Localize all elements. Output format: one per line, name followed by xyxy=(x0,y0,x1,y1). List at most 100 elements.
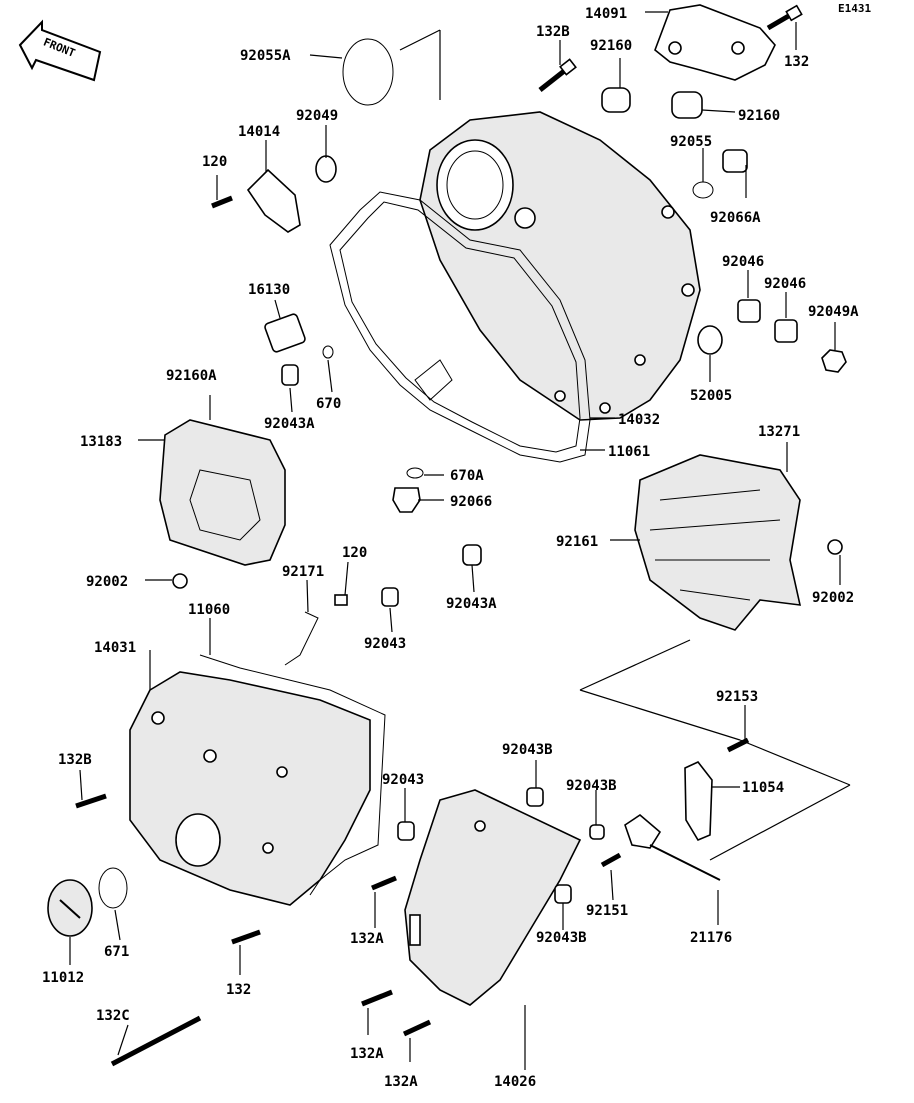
label-14026: 14026 xyxy=(494,1074,536,1090)
label-14091: 14091 xyxy=(585,6,627,22)
label-92043A-a: 92043A xyxy=(264,416,315,432)
bracket-11054 xyxy=(684,761,713,842)
label-92066: 92066 xyxy=(450,494,492,510)
label-120-a: 120 xyxy=(202,154,227,170)
label-11054: 11054 xyxy=(742,780,784,796)
dowel-92043-a-icon xyxy=(381,587,399,607)
label-132B-top: 132B xyxy=(536,24,570,40)
label-92043B-c: 92043B xyxy=(536,930,587,946)
seal-92049A-icon xyxy=(821,349,847,373)
plug-11012-icon xyxy=(47,879,93,937)
dowel-92043B-b-icon xyxy=(589,824,605,840)
dowel-92043-b-icon xyxy=(397,821,415,841)
dowel-92043A-a-icon xyxy=(281,364,299,386)
label-92043A-b: 92043A xyxy=(446,596,497,612)
bearing-92046-b-icon xyxy=(774,319,798,343)
cover-14091 xyxy=(654,4,776,81)
label-21176: 21176 xyxy=(690,930,732,946)
bolt-132B-bottom-icon xyxy=(75,793,107,809)
label-92171: 92171 xyxy=(282,564,324,580)
leader-lines xyxy=(69,11,851,1070)
oring-92055-icon xyxy=(692,181,714,199)
fitting-16130-icon xyxy=(264,313,306,353)
label-11060: 11060 xyxy=(188,602,230,618)
label-92151: 92151 xyxy=(586,903,628,919)
label-11061: 11061 xyxy=(608,444,650,460)
bolt-132B-top-icon xyxy=(538,58,577,92)
bolt-92002-a-icon xyxy=(172,573,188,589)
label-92153: 92153 xyxy=(716,689,758,705)
label-120-b: 120 xyxy=(342,545,367,561)
plug-92066-icon xyxy=(392,487,421,513)
label-132B-bottom: 132B xyxy=(58,752,92,768)
dowel-92043B-c-icon xyxy=(554,884,572,904)
seal-52005-icon xyxy=(697,325,723,355)
bolt-120-a-icon xyxy=(211,195,233,209)
label-14014: 14014 xyxy=(238,124,280,140)
bolt-132-bottom-icon xyxy=(231,929,261,945)
collar-92160-b-icon xyxy=(671,91,703,119)
seal-92049-icon xyxy=(315,155,337,183)
plug-92066A-icon xyxy=(722,149,748,173)
label-132A-b: 132A xyxy=(350,1046,384,1062)
label-670: 670 xyxy=(316,396,341,412)
gasket-11061 xyxy=(329,191,591,463)
collar-92160-a-icon xyxy=(601,87,631,113)
label-11012: 11012 xyxy=(42,970,84,986)
label-13271: 13271 xyxy=(758,424,800,440)
switch-21176 xyxy=(624,813,662,849)
bolt-120-b-icon xyxy=(334,594,348,606)
label-132A-c: 132A xyxy=(384,1074,418,1090)
label-92066A: 92066A xyxy=(710,210,761,226)
label-16130: 16130 xyxy=(248,282,290,298)
bolt-132A-b-icon xyxy=(361,989,393,1007)
bearing-92046-a-icon xyxy=(737,299,761,323)
label-92046-b: 92046 xyxy=(764,276,806,292)
bolt-132-top-icon xyxy=(766,4,803,31)
label-92160A: 92160A xyxy=(166,368,217,384)
label-92002-a: 92002 xyxy=(86,574,128,590)
label-92049: 92049 xyxy=(296,108,338,124)
label-132A-a: 132A xyxy=(350,931,384,947)
label-92043-a: 92043 xyxy=(364,636,406,652)
dowel-92043A-b-icon xyxy=(462,544,482,566)
label-132-bottom: 132 xyxy=(226,982,251,998)
mesh-13271 xyxy=(634,454,802,631)
front-arrow-icon: FRONT xyxy=(18,19,102,82)
bolt-92151-icon xyxy=(600,852,622,868)
label-132C: 132C xyxy=(96,1008,130,1024)
label-92002-b: 92002 xyxy=(812,590,854,606)
label-132-top: 132 xyxy=(784,54,809,70)
bolt-132C-icon xyxy=(110,1015,202,1067)
label-52005: 52005 xyxy=(690,388,732,404)
label-671: 671 xyxy=(104,944,129,960)
label-92046-a: 92046 xyxy=(722,254,764,270)
label-92055: 92055 xyxy=(670,134,712,150)
label-92043B-b: 92043B xyxy=(566,778,617,794)
oring-671-icon xyxy=(98,867,128,909)
oring-670-icon xyxy=(322,345,334,359)
cover-14031 xyxy=(129,671,371,906)
label-92055A: 92055A xyxy=(240,48,291,64)
bolt-132A-c-icon xyxy=(402,1019,432,1037)
cover-14026 xyxy=(404,789,582,1006)
crankcase-cover-14032 xyxy=(419,111,701,421)
dowel-92043B-a-icon xyxy=(526,787,544,807)
cover-13183 xyxy=(159,419,286,566)
bolt-132A-a-icon xyxy=(371,875,397,891)
label-92043B-a: 92043B xyxy=(502,742,553,758)
label-670A: 670A xyxy=(450,468,484,484)
label-13183: 13183 xyxy=(80,434,122,450)
label-92043-b: 92043 xyxy=(382,772,424,788)
label-92161: 92161 xyxy=(556,534,598,550)
diagram-code: E1431 xyxy=(838,2,871,15)
label-92049A: 92049A xyxy=(808,304,859,320)
oring-92055A-icon xyxy=(342,38,394,106)
oring-670A-icon xyxy=(406,467,424,479)
clamp-92171 xyxy=(284,611,319,666)
part-labels: E1431 14091 132B 132 92055A 92160 92160 … xyxy=(42,2,871,1090)
plate-14014 xyxy=(246,168,301,233)
label-92160-a: 92160 xyxy=(590,38,632,54)
label-14031: 14031 xyxy=(94,640,136,656)
